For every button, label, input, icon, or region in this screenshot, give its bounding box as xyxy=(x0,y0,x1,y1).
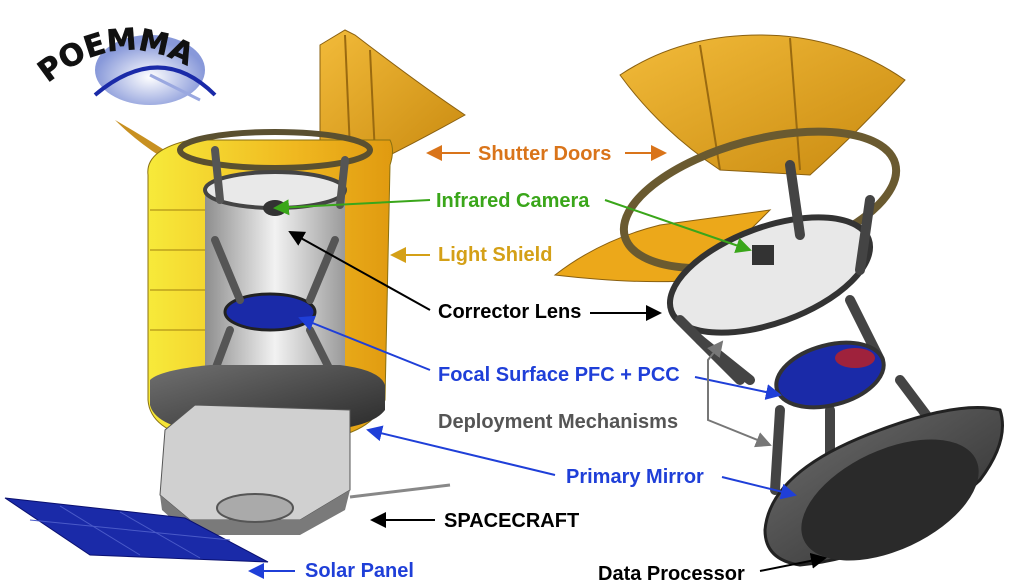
left-telescope xyxy=(4,29,466,563)
label-corrector-lens: Corrector Lens xyxy=(438,301,582,323)
label-data-processor: Data Processor xyxy=(598,563,745,585)
label-focal-surface: Focal Surface PFC + PCC xyxy=(438,364,680,386)
right-telescope xyxy=(553,34,1004,567)
poemma-logo-text: POEMMA xyxy=(31,22,200,90)
logo-text: POEMMA xyxy=(31,22,200,90)
label-spacecraft: SPACECRAFT xyxy=(444,510,580,532)
poemma-logo xyxy=(93,35,217,105)
label-shutter-doors: Shutter Doors xyxy=(478,143,612,165)
svg-text:POEMMA: POEMMA xyxy=(32,22,200,89)
label-infrared-camera: Infrared Camera xyxy=(436,190,590,212)
label-light-shield: Light Shield xyxy=(438,244,553,266)
leader-lines xyxy=(248,145,827,579)
label-deployment-mechanisms: Deployment Mechanisms xyxy=(438,411,679,433)
label-primary-mirror: Primary Mirror xyxy=(566,466,704,488)
label-solar-panel: Solar Panel xyxy=(305,560,414,582)
